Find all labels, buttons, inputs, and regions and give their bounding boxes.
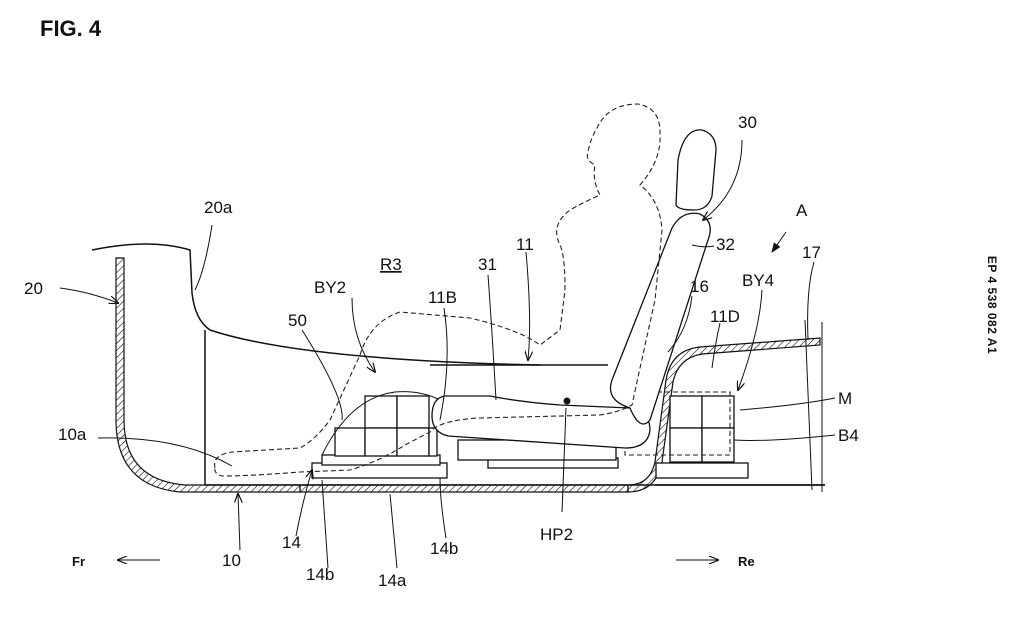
occupant-outline bbox=[214, 103, 663, 477]
rear-direction-label: Re bbox=[738, 554, 755, 569]
label-10a: 10a bbox=[58, 425, 87, 444]
reference-labels: 20a 20 R3 11 30 A 32 17 BY2 31 11B 50 16… bbox=[24, 113, 859, 590]
label-14b-left: 14b bbox=[306, 565, 334, 584]
label-11d: 11D bbox=[710, 307, 740, 326]
battery-by4 bbox=[655, 395, 749, 479]
figure-title: FIG. 4 bbox=[40, 16, 102, 41]
battery-by2 bbox=[311, 395, 448, 479]
label-14: 14 bbox=[282, 533, 301, 552]
label-20: 20 bbox=[24, 279, 43, 298]
label-32: 32 bbox=[716, 235, 735, 254]
label-14b-right: 14b bbox=[430, 539, 458, 558]
label-r3: R3 bbox=[380, 255, 402, 274]
front-direction-label: Fr bbox=[72, 554, 85, 569]
label-10: 10 bbox=[222, 551, 241, 570]
label-11: 11 bbox=[516, 235, 534, 254]
fender-line-20a bbox=[91, 243, 541, 366]
label-a: A bbox=[796, 201, 808, 220]
leader-lines bbox=[59, 139, 836, 569]
label-14a: 14a bbox=[378, 571, 407, 590]
label-31: 31 bbox=[478, 255, 497, 274]
label-by2: BY2 bbox=[314, 278, 346, 297]
label-17: 17 bbox=[802, 243, 821, 262]
label-16: 16 bbox=[690, 277, 709, 296]
label-hp2: HP2 bbox=[540, 525, 573, 544]
label-20a: 20a bbox=[204, 198, 233, 217]
label-b4: B4 bbox=[838, 426, 859, 445]
label-50: 50 bbox=[288, 311, 307, 330]
label-11b: 11B bbox=[428, 288, 457, 307]
label-30: 30 bbox=[738, 113, 757, 132]
label-m: M bbox=[838, 389, 852, 408]
label-by4: BY4 bbox=[742, 271, 774, 290]
hip-point-hp2 bbox=[563, 397, 571, 405]
seat-30 bbox=[431, 129, 717, 469]
